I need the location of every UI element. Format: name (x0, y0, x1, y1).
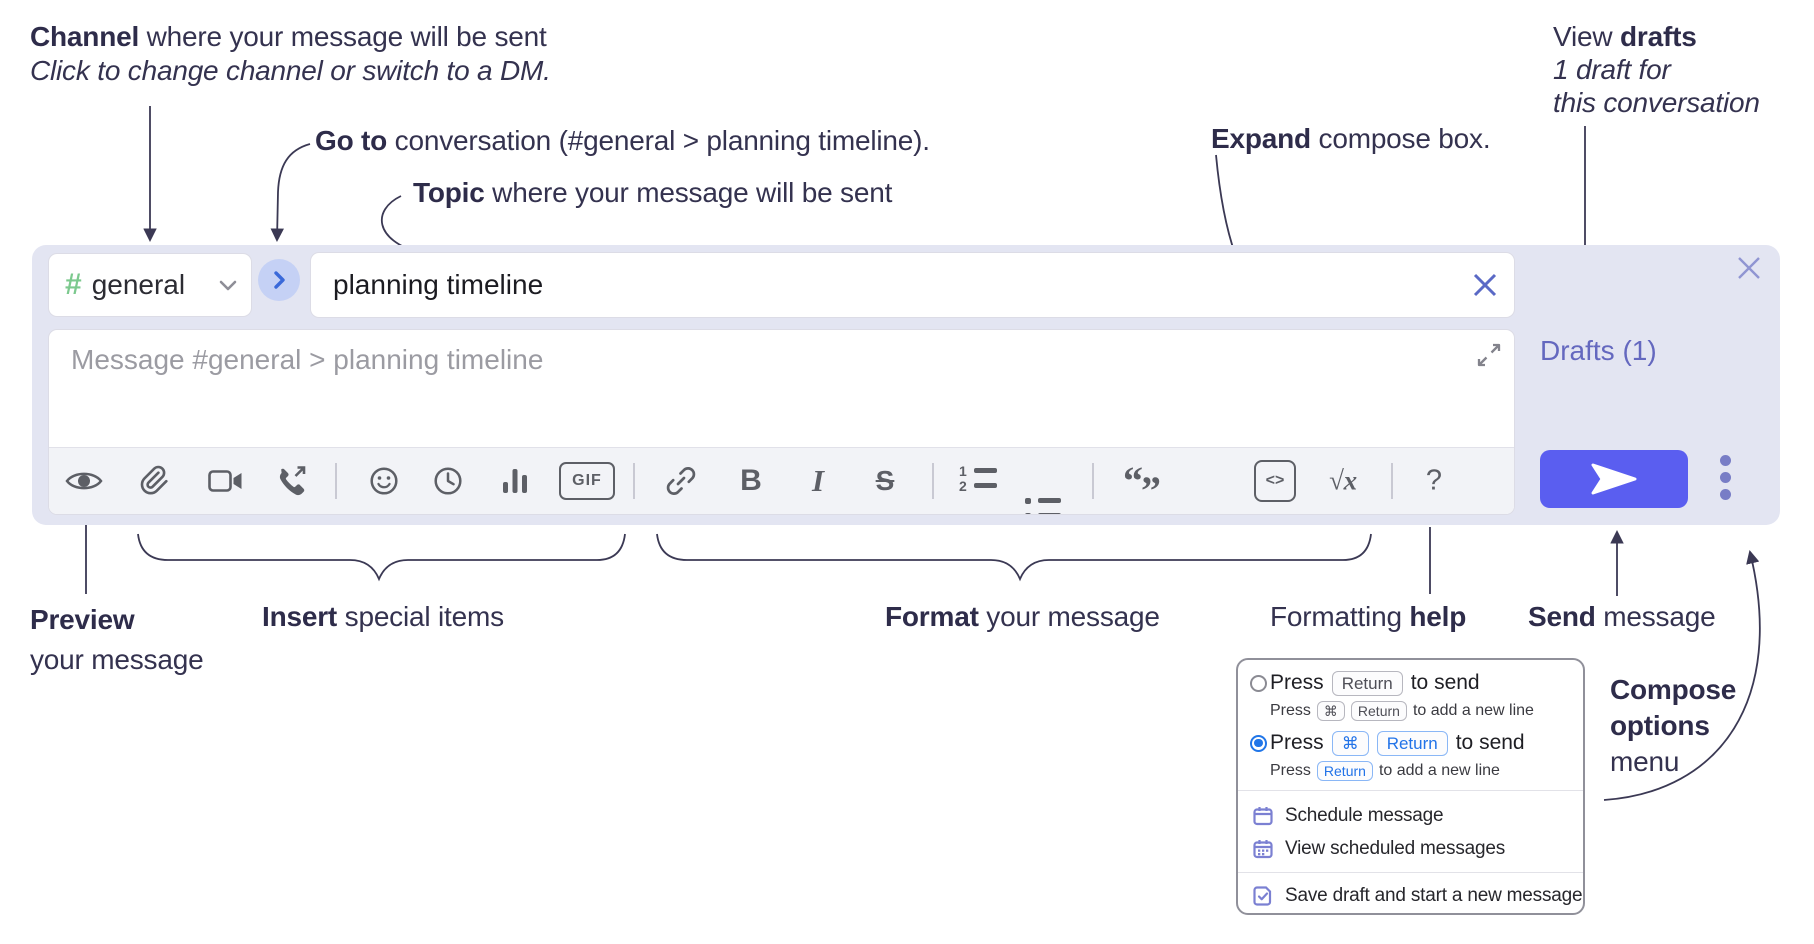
send-annotation: Send message (1528, 601, 1716, 632)
topic-annotation: Topic where your message will be sent (413, 177, 893, 208)
send-icon (1591, 463, 1637, 495)
code-icon[interactable]: <> (1254, 460, 1296, 502)
schedule-message-item[interactable]: Schedule message (1252, 801, 1444, 831)
math-icon[interactable]: √x (1328, 465, 1358, 496)
goto-conversation-button[interactable] (258, 259, 300, 301)
preview-annotation: Preview your message (30, 604, 204, 675)
key-return: Return (1316, 761, 1373, 781)
view-scheduled-messages-item[interactable]: View scheduled messages (1252, 834, 1505, 864)
drafts-link[interactable]: Drafts (1) (1540, 335, 1657, 366)
preview-icon[interactable] (65, 468, 103, 494)
italic-icon[interactable]: I (811, 463, 825, 498)
goto-arrow (270, 143, 311, 243)
compose-toolbar: GIF B I S 1 2 “” <> √x (49, 447, 1514, 514)
bold-icon[interactable]: B (740, 464, 762, 497)
expand-annotation: Expand compose box. (1211, 123, 1491, 154)
radio-unselected-icon[interactable] (1250, 674, 1267, 692)
format-brace (656, 533, 1372, 582)
poll-icon[interactable] (500, 466, 530, 496)
send-option-cmd-return-sub: Press Return to add a new line (1270, 761, 1500, 781)
gif-icon[interactable]: GIF (559, 462, 615, 500)
compose-options-menu-button[interactable] (1720, 455, 1731, 500)
format-annotation: Format your message (885, 601, 1160, 632)
insert-annotation: Insert special items (262, 601, 504, 632)
emoji-icon[interactable] (369, 466, 399, 496)
channel-annotation: Channel where your message will be sent … (30, 21, 551, 86)
chevron-down-icon (219, 280, 237, 291)
draft-check-icon (1252, 885, 1274, 907)
compose-box: # general Message #general > planning ti… (32, 245, 1780, 525)
message-input[interactable]: Message #general > planning timeline (49, 330, 1514, 448)
attach-file-icon[interactable] (136, 464, 168, 498)
formatting-help-icon[interactable]: ? (1425, 464, 1443, 497)
key-return: Return (1376, 730, 1448, 756)
close-compose-icon[interactable] (1736, 255, 1762, 281)
toolbar-divider (1092, 463, 1094, 499)
popup-divider (1238, 872, 1583, 873)
save-draft-item[interactable]: Save draft and start a new message (1252, 881, 1583, 911)
numbered-list-icon[interactable]: 1 2 (959, 463, 999, 496)
quote-icon[interactable]: “” (1123, 458, 1161, 513)
calendar-icon (1252, 805, 1274, 827)
time-icon[interactable] (433, 466, 463, 496)
topic-input-box (310, 252, 1515, 318)
bulleted-list-icon[interactable] (1023, 496, 1063, 514)
key-cmd: ⌘ (1316, 701, 1345, 721)
view-drafts-annotation: View drafts 1 draft for this conversatio… (1553, 21, 1760, 118)
link-icon[interactable] (664, 464, 698, 498)
compose-options-annotation: Compose options menu (1610, 674, 1737, 777)
expand-compose-icon[interactable] (1476, 342, 1502, 368)
toolbar-divider (932, 463, 934, 499)
chevron-right-icon (273, 271, 286, 289)
send-option-return-sub: Press ⌘ Return to add a new line (1270, 701, 1534, 721)
radio-selected-icon[interactable] (1250, 734, 1267, 752)
compose-options-popup: Press Return to send Press ⌘ Return to a… (1236, 658, 1585, 915)
send-button[interactable] (1540, 450, 1688, 508)
popup-divider (1238, 790, 1583, 791)
voice-call-icon[interactable] (275, 465, 307, 497)
channel-name: general (91, 269, 186, 300)
toolbar-divider (335, 463, 337, 499)
goto-annotation: Go to conversation (#general > planning … (315, 125, 930, 156)
channel-hash-icon: # (65, 268, 82, 301)
topic-input[interactable] (333, 253, 1433, 317)
toolbar-divider (633, 463, 635, 499)
formatting-help-annotation: Formatting help (1270, 601, 1467, 632)
toolbar-divider (1391, 463, 1393, 499)
message-compose-area: Message #general > planning timeline (48, 329, 1515, 515)
channel-selector[interactable]: # general (48, 253, 252, 317)
key-cmd: ⌘ (1331, 730, 1369, 756)
key-return: Return (1350, 701, 1407, 721)
message-placeholder: Message #general > planning timeline (71, 344, 544, 375)
insert-brace (137, 533, 626, 582)
key-return: Return (1331, 670, 1403, 696)
calendar-list-icon (1252, 838, 1274, 860)
clear-topic-icon[interactable] (1472, 272, 1498, 298)
send-option-return[interactable]: Press Return to send (1250, 668, 1480, 698)
send-option-cmd-return[interactable]: Press ⌘ Return to send (1250, 728, 1525, 758)
video-call-icon[interactable] (208, 468, 244, 494)
strikethrough-icon[interactable]: S (875, 465, 895, 496)
